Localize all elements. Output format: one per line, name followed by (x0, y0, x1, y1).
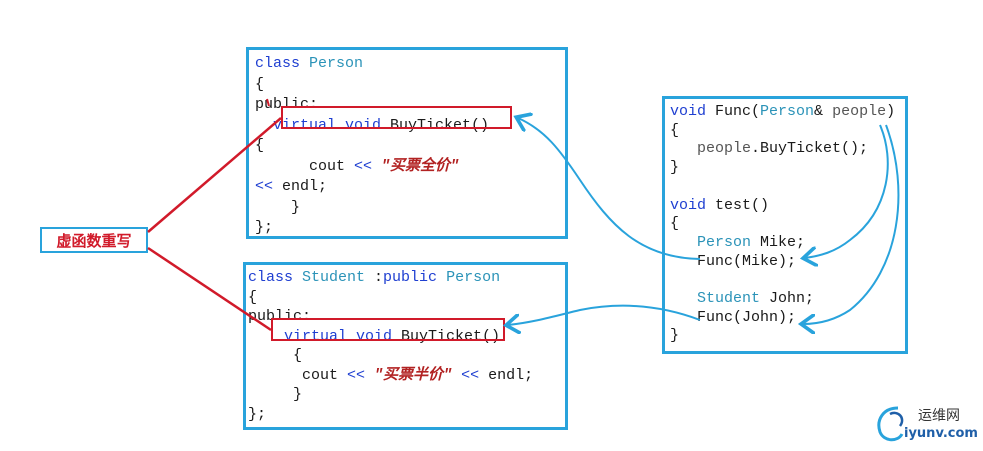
code-line: virtual void BuyTicket() (255, 116, 489, 135)
code-token: endl; (282, 178, 328, 195)
code-token: public: (255, 96, 319, 113)
code-token: } (670, 327, 680, 345)
code-token: Person (446, 269, 501, 286)
code-line: cout << "买票半价" << endl; (248, 366, 533, 385)
student-class-box (243, 262, 568, 430)
code-token: }; (248, 405, 267, 423)
code-token: Person (760, 103, 815, 120)
code-line: } (670, 326, 679, 345)
code-line: } (670, 158, 679, 177)
code-line: Func(Mike); (670, 252, 796, 271)
code-token: Student (697, 290, 770, 307)
code-token: } (670, 159, 680, 177)
code-token: .BuyTicket(); (751, 140, 869, 158)
code-token: Person (309, 55, 364, 72)
code-token: << (461, 366, 489, 384)
code-line: { (670, 121, 679, 140)
code-token: Person (697, 233, 761, 251)
code-token: test() (715, 196, 770, 214)
code-token: : (374, 269, 384, 286)
code-line: { (255, 136, 264, 155)
code-line: Student John; (670, 289, 814, 308)
logo-chinese-text: 运维网 (918, 408, 960, 424)
code-line: void test() (670, 196, 769, 215)
code-line: people.BuyTicket(); (670, 139, 868, 158)
code-line: }; (248, 405, 266, 424)
code-token: Func(John); (670, 308, 797, 326)
code-token: { (255, 137, 265, 154)
code-token: & (814, 103, 833, 120)
code-token: "买票半价" (374, 366, 462, 384)
code-token: { (255, 75, 265, 93)
person-virtual-highlight (281, 106, 512, 129)
code-token: << (255, 178, 283, 195)
code-line: Person Mike; (670, 233, 805, 252)
code-token: { (670, 121, 680, 139)
red-connector-bottom (147, 246, 272, 332)
code-line: }; (255, 218, 273, 237)
code-token: people (832, 103, 887, 120)
person-class-box (246, 47, 568, 239)
code-token: } (255, 198, 301, 216)
code-token: }; (255, 219, 274, 236)
code-token: BuyTicket() (390, 116, 490, 134)
swirl-logo-icon (877, 406, 904, 442)
code-line: public: (248, 307, 311, 326)
code-token: people (697, 140, 752, 158)
code-token: public: (248, 308, 312, 325)
code-token: { (248, 347, 303, 364)
code-token: Func(Mike); (670, 252, 797, 270)
code-line: { (248, 346, 302, 365)
virtual-override-label: 虚函数重写 (40, 227, 148, 253)
red-cursor-mark (266, 98, 270, 107)
code-line: Func(John); (670, 308, 796, 327)
arrow-john-to-student (508, 304, 701, 325)
arrow-func-to-mike (805, 124, 889, 258)
code-token: Student (302, 269, 375, 286)
code-line: { (248, 288, 257, 307)
code-line: void Func(Person& people) (670, 102, 895, 121)
code-token: << (347, 366, 375, 384)
code-token: John; (769, 290, 815, 307)
logo-site-text: iyunv.com (904, 426, 978, 441)
code-line: } (248, 385, 302, 404)
code-token: Func( (715, 103, 761, 120)
arrow-func-to-john (803, 124, 900, 324)
code-token: class (248, 269, 303, 286)
code-token: "买票全价" (381, 157, 460, 175)
code-line: { (255, 75, 264, 94)
code-token: class (255, 55, 310, 72)
code-line: } (255, 198, 300, 217)
code-line: cout << "买票全价" (255, 157, 459, 176)
code-line: << endl; (255, 177, 327, 196)
code-token: public (383, 269, 447, 286)
code-token: virtual void (273, 116, 391, 134)
code-token: { (248, 288, 258, 306)
code-token: cout (248, 366, 348, 384)
code-line: class Student :public Person (248, 268, 500, 287)
code-token: cout (255, 157, 355, 175)
code-token: Mike; (760, 233, 806, 251)
code-token: void (670, 196, 716, 214)
code-line: { (670, 214, 679, 233)
code-token: void (670, 103, 716, 120)
code-token: ) (886, 103, 896, 120)
code-token: { (670, 215, 680, 233)
code-token: endl; (488, 366, 534, 384)
code-line: class Person (255, 54, 363, 73)
code-token: << (354, 157, 382, 175)
arrow-mike-to-person (518, 118, 701, 260)
red-connector-top (147, 117, 282, 233)
code-line: public: (255, 95, 318, 114)
code-token: } (248, 386, 303, 403)
